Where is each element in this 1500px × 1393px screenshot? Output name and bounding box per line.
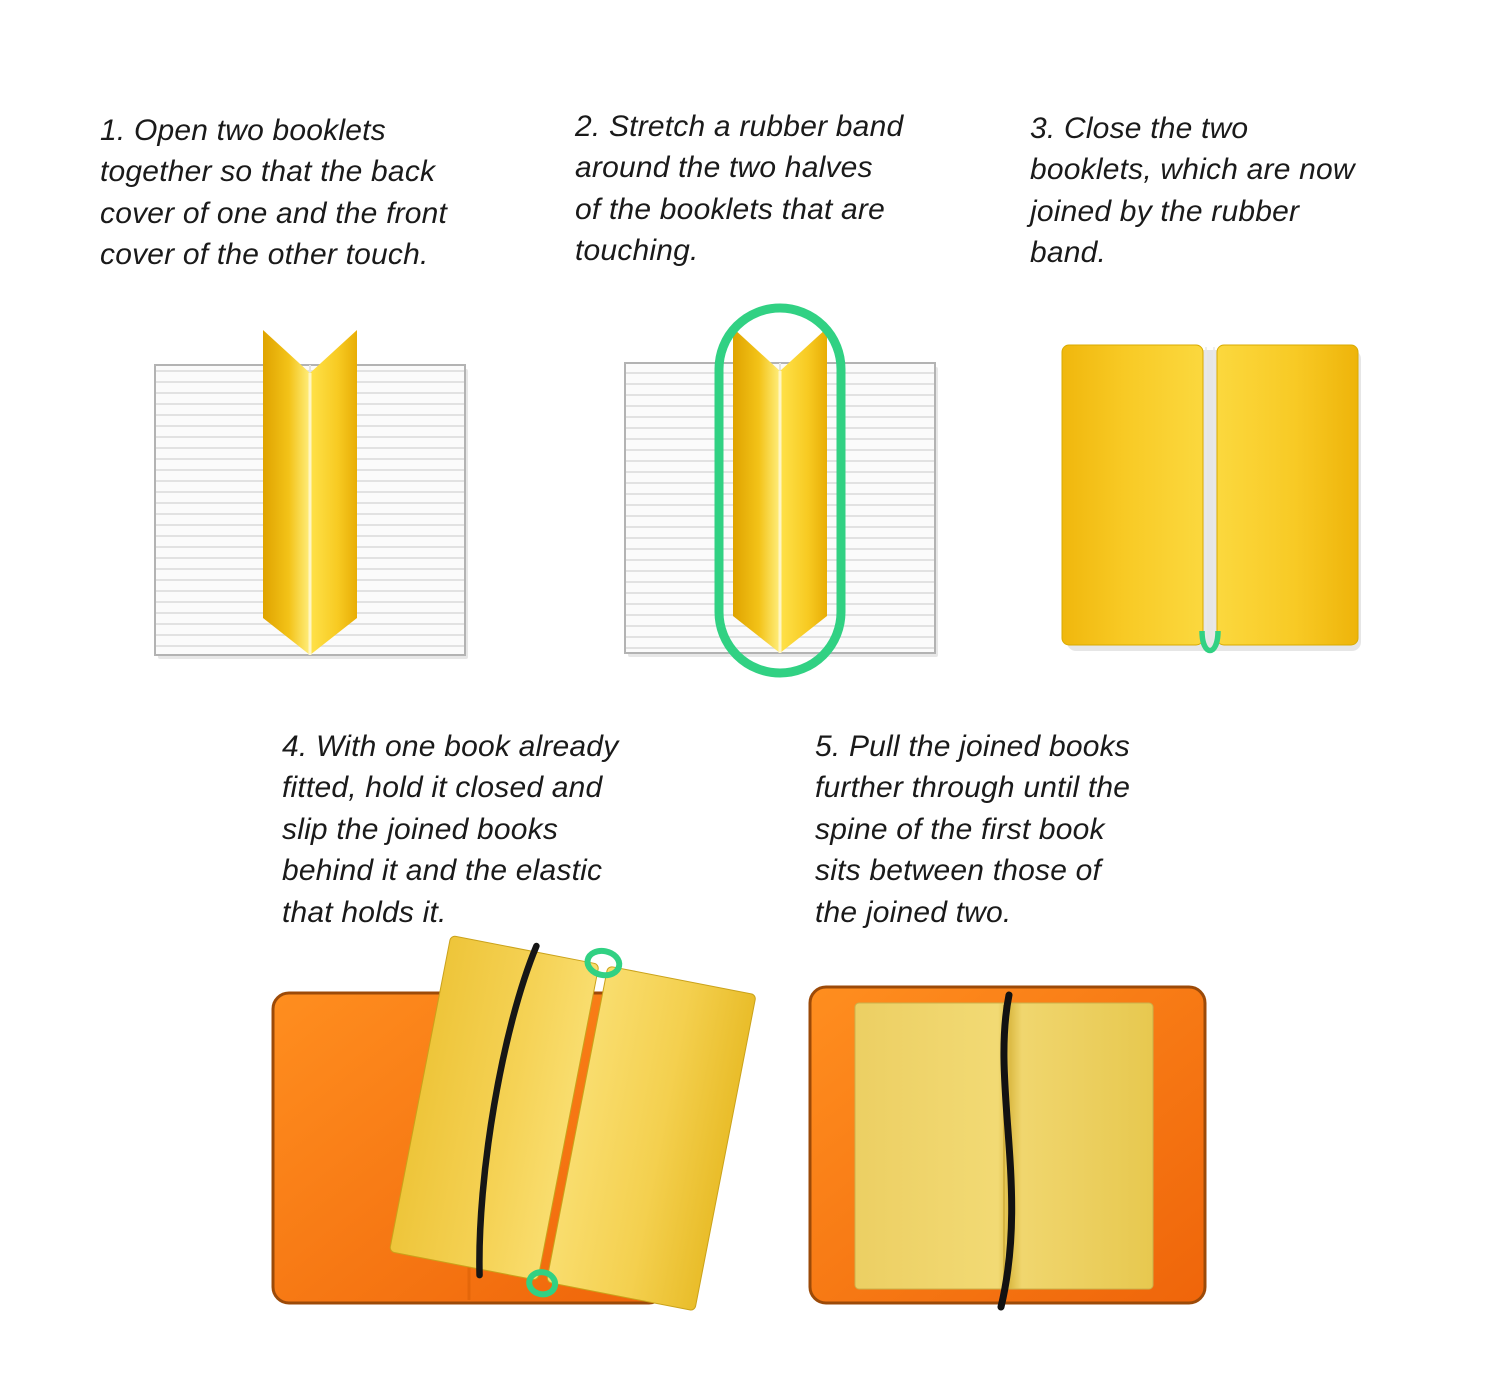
closed-booklet-right <box>1216 344 1359 646</box>
standing-booklet-right-cover <box>310 330 357 655</box>
step-1-illustration <box>145 318 475 668</box>
rubber-band-peek <box>1199 630 1221 654</box>
yellow-book-right-half <box>546 966 756 1311</box>
step-4-text: 4. With one book already fitted, hold it… <box>282 730 619 929</box>
step-1-text: 1. Open two booklets together so that th… <box>100 114 448 272</box>
elastic-band <box>476 942 540 1279</box>
step-3-text: 3. Close the two booklets, which are now… <box>1030 112 1355 270</box>
step-4-illustration <box>255 935 765 1325</box>
step-5-illustration <box>795 975 1220 1315</box>
closed-booklet-left <box>1061 344 1204 646</box>
step-2-figure <box>624 303 938 678</box>
standing-booklet-left-cover <box>263 330 310 655</box>
rubber-band-top-peek <box>584 947 623 979</box>
elastic-band <box>997 991 1016 1311</box>
step-1-figure <box>154 330 468 659</box>
step-4-figure <box>271 935 756 1311</box>
rubber-band <box>714 303 846 678</box>
joined-yellow-books <box>389 935 756 1311</box>
step-5-text: 5. Pull the joined books further through… <box>815 730 1131 929</box>
step-3-figure <box>1061 344 1361 654</box>
step-3-illustration <box>1050 333 1370 663</box>
standing-booklet-left-cover <box>733 328 780 653</box>
step-2-illustration <box>615 298 945 683</box>
standing-booklet-right-cover <box>780 328 827 653</box>
step-2-text: 2. Stretch a rubber band around the two … <box>575 110 904 268</box>
rubber-band-bottom-peek <box>526 1269 559 1298</box>
step-5-figure <box>808 985 1207 1311</box>
